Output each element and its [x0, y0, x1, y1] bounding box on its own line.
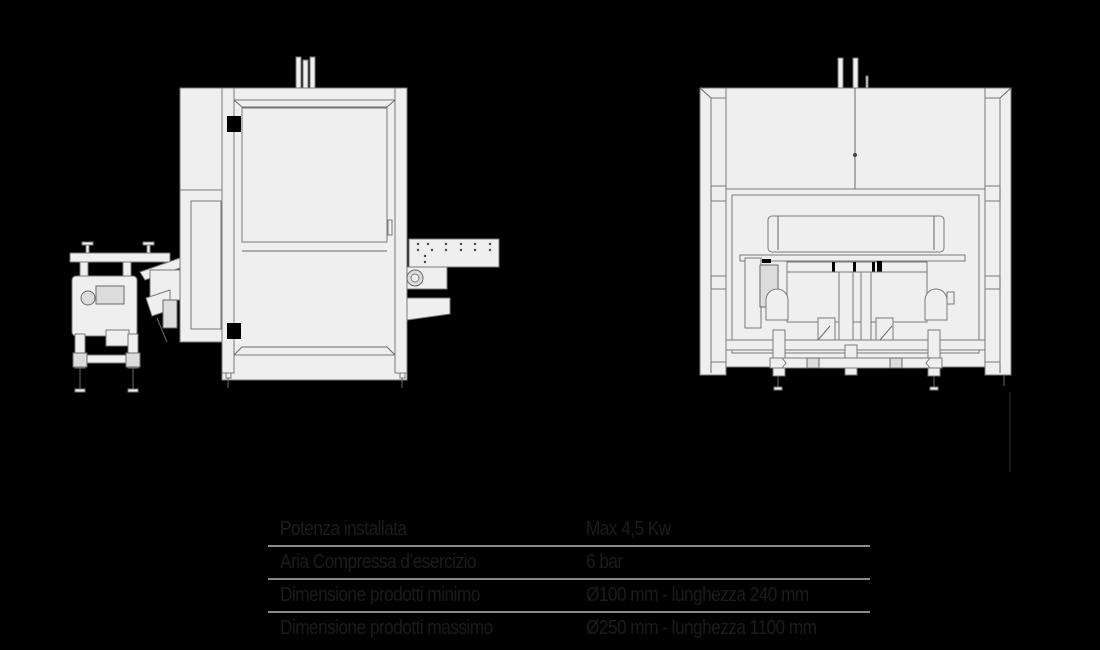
spec-row-min-product-size: Dimensione prodotti minimo Ø100 mm - lun… — [268, 580, 870, 613]
machine-technical-drawings — [69, 56, 1012, 472]
spec-value: Max 4,5 Kw — [586, 518, 671, 540]
spec-value: Ø250 mm - lunghezza 1100 mm — [586, 617, 817, 639]
spec-label: Aria Compressa d’esercizio — [280, 551, 476, 573]
spec-value: Ø100 mm - lunghezza 240 mm — [586, 584, 809, 606]
spec-label: Potenza installata — [280, 518, 407, 540]
spec-label: Dimensione prodotti massimo — [280, 617, 493, 639]
side-view-drawing — [69, 56, 500, 393]
spec-value: 6 bar — [586, 551, 623, 573]
front-view-drawing — [699, 57, 1012, 472]
spec-row-compressed-air: Aria Compressa d’esercizio 6 bar — [268, 547, 870, 580]
specifications-table: Potenza installata Max 4,5 Kw Aria Compr… — [268, 514, 870, 644]
spec-label: Dimensione prodotti minimo — [280, 584, 480, 606]
spec-row-max-product-size: Dimensione prodotti massimo Ø250 mm - lu… — [268, 613, 870, 644]
spec-row-power: Potenza installata Max 4,5 Kw — [268, 514, 870, 547]
